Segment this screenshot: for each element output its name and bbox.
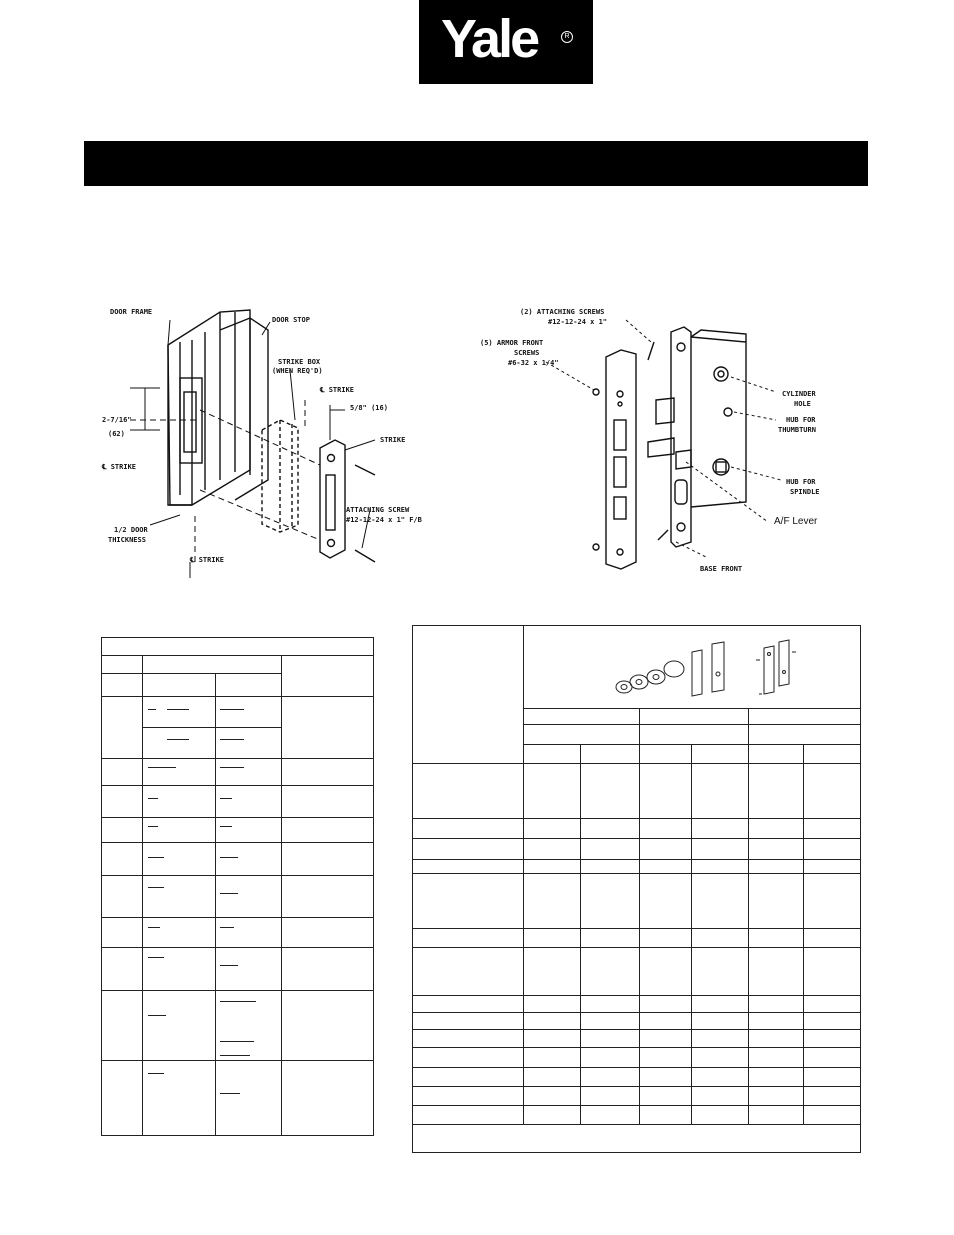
trim-illustration [615,639,796,697]
label-armor-front: (5) ARMOR FRONT [480,339,544,347]
right-table [412,624,862,1154]
label-armor-front-spec: #6-32 x 1/4" [508,359,559,367]
label-hub-thumbturn: HUB FOR [786,416,816,424]
logo-text: Yale [441,9,540,69]
label-door-frame: DOOR FRAME [110,308,153,316]
hardware-illustration-cell [522,625,862,709]
strike-diagram-drawing [130,309,376,578]
label-door-thickness: THICKNESS [108,536,146,544]
label-cylinder-hole: HOLE [794,400,811,408]
left-table-title-row [101,637,374,656]
right-table-footnote [412,1123,861,1154]
label-dim-62: (62) [108,430,125,438]
left-table-grid [101,637,374,1136]
registered-mark: R [561,31,573,43]
lock-body-diagram: (2) ATTACHING SCREWS #12-12-24 x 1" (5) … [476,302,846,587]
label-cl-strike-bottom: ℄ STRIKE [190,556,224,564]
label-attaching-screws-spec: #12-12-24 x 1" [548,318,608,326]
label-base-front: BASE FRONT [700,565,743,573]
label-strike: STRIKE [380,436,406,444]
label-af-lever: A/F Lever [774,516,818,527]
label-attaching-screws: (2) ATTACHING SCREWS [520,308,605,316]
label-strike-box: STRIKE BOX [278,358,321,366]
label-cylinder: CYLINDER [782,390,816,398]
label-dim-2-7-16: 2-7/16" [102,416,132,424]
label-cl-strike-left: ℄ STRIKE [102,463,136,471]
label-strike-box-when-reqd: (WHEN REQ'D) [272,367,323,375]
label-attaching-screw: ATTACHING SCREW [346,506,410,514]
lock-body-drawing [545,319,782,570]
label-attaching-screw-spec: #12-12-24 x 1" F/B [346,516,422,524]
label-cl-strike-top: ℄ STRIKE [320,386,354,394]
label-hub-spindle-2: SPINDLE [790,488,820,496]
label-armor-front-screws: SCREWS [514,349,540,357]
label-door-stop: DOOR STOP [272,316,310,324]
yale-logo: Yale R [419,0,593,84]
title-bar [84,141,868,186]
right-table-grid [412,624,862,1154]
label-dim-five-eighths: 5/8" (16) [350,404,388,412]
left-table [101,637,374,1136]
label-half-door: 1/2 DOOR [114,526,148,534]
strike-diagram: DOOR FRAME DOOR STOP STRIKE BOX (WHEN RE… [100,300,450,590]
label-hub-spindle: HUB FOR [786,478,816,486]
label-hub-thumbturn-2: THUMBTURN [778,426,816,434]
